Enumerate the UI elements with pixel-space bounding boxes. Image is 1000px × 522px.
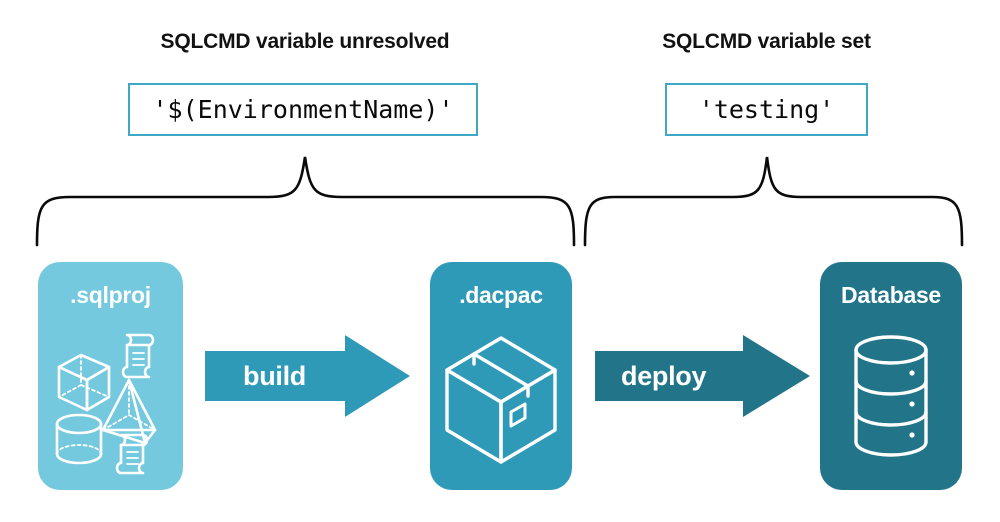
- stage-label-sqlproj: .sqlproj: [70, 282, 151, 308]
- arrow-label-build: build: [243, 361, 306, 391]
- stage-box-sqlproj[interactable]: .sqlproj: [38, 262, 183, 490]
- package-box-icon: [430, 309, 572, 490]
- database-cylinder-icon: [820, 309, 962, 490]
- code-box-unresolved: '$(EnvironmentName)': [128, 83, 478, 136]
- right-arrow-icon: [595, 335, 810, 417]
- stage-box-database[interactable]: Database: [820, 262, 962, 490]
- brace-right-icon: [583, 156, 964, 247]
- code-box-set: 'testing': [665, 83, 868, 136]
- arrow-build: [205, 335, 410, 417]
- section-title-set: SQLCMD variable set: [662, 30, 871, 53]
- stage-box-dacpac[interactable]: .dacpac: [430, 262, 572, 490]
- arrow-deploy: [595, 335, 810, 417]
- right-arrow-icon: [205, 335, 410, 417]
- arrow-label-deploy: deploy: [621, 361, 707, 391]
- stage-label-database: Database: [841, 282, 941, 308]
- section-title-unresolved: SQLCMD variable unresolved: [160, 30, 450, 53]
- project-shapes-icon: [38, 309, 183, 490]
- brace-left-icon: [35, 156, 576, 247]
- stage-label-dacpac: .dacpac: [459, 282, 543, 308]
